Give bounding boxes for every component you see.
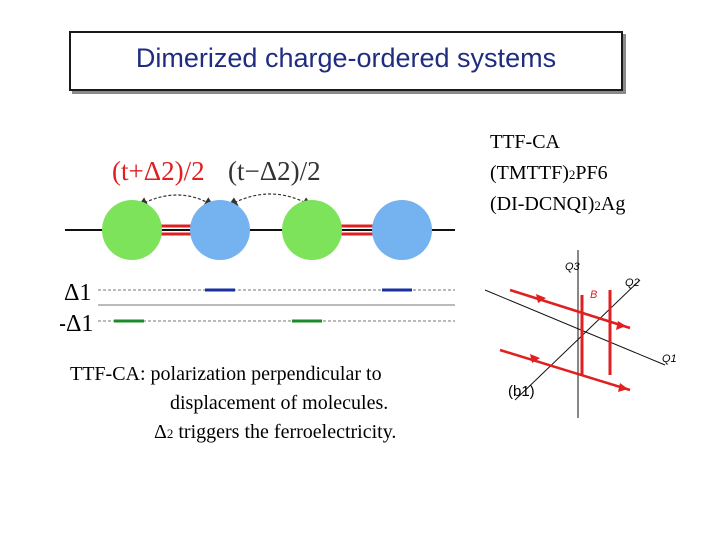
panel-label: (b1) — [508, 383, 535, 400]
dimer-chain-diagram: (t+Δ2)/2 (t−Δ2)/2 Δ1 -Δ1 — [60, 156, 455, 337]
material-subscript: 2 — [568, 167, 576, 182]
caption-text: triggers the ferroelectricity. — [173, 421, 397, 443]
b1-inset-figure: Q3 Q2 Q1 B (b1) — [484, 250, 677, 418]
hop-arrow-right — [227, 193, 313, 207]
chain-arrow — [618, 383, 628, 392]
caption-line1: TTF-CA: polarization perpendicular to — [70, 363, 382, 385]
hop-right-label: (t−Δ2)/2 — [228, 156, 321, 186]
caption-delta: Δ — [154, 421, 167, 443]
q1-label: Q1 — [662, 353, 677, 365]
material-ttf-ca: TTF-CA — [490, 131, 560, 154]
q2-label: Q2 — [625, 277, 640, 289]
hop-left-label: (t+Δ2)/2 — [112, 156, 205, 186]
green-site — [102, 200, 162, 260]
q2-axis — [514, 279, 641, 401]
caption-line3: Δ2 triggers the ferroelectricity. — [70, 418, 396, 448]
material-suffix: Ag — [600, 193, 626, 215]
title-box: Dimerized charge-ordered systems — [69, 31, 623, 91]
red-chain-line — [499, 348, 631, 392]
material-name: (DI-DCNQI) — [490, 193, 595, 215]
material-name: (TMTTF) — [490, 162, 569, 184]
chain-arrow — [536, 294, 546, 303]
green-site — [282, 200, 342, 260]
delta1-label: Δ1 — [64, 280, 91, 306]
material-suffix: PF6 — [575, 162, 608, 184]
material-subscript: 2 — [594, 198, 601, 213]
chain-arrow — [530, 354, 540, 363]
chain-arrow — [616, 321, 626, 330]
caption-subscript: 2 — [166, 426, 174, 441]
red-chain-line — [509, 288, 631, 330]
page-title: Dimerized charge-ordered systems — [135, 43, 557, 73]
blue-site — [190, 200, 250, 260]
q1-axis — [484, 289, 666, 366]
material-tmttf: (TMTTF)2PF6 — [490, 162, 608, 185]
hop-arrow-left — [137, 194, 215, 207]
caption-line2: displacement of molecules. — [170, 392, 389, 414]
caption: TTF-CA: polarization perpendicular to di… — [70, 360, 396, 448]
material-dcnqi: (DI-DCNQI)2Ag — [490, 193, 625, 216]
b-vector-label: B — [590, 289, 597, 301]
minus-delta1-label: -Δ1 — [60, 311, 93, 337]
blue-site — [372, 200, 432, 260]
material-name: TTF-CA — [490, 131, 560, 153]
q3-label: Q3 — [565, 261, 581, 273]
